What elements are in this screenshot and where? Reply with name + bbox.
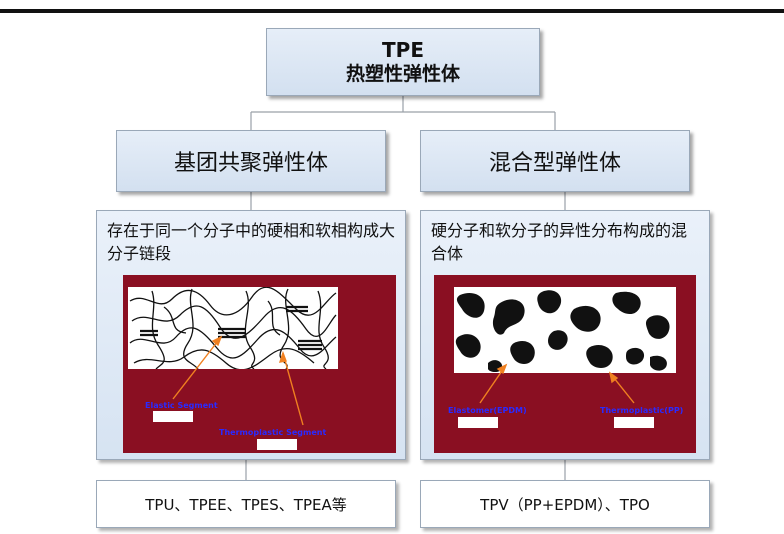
panel-right: 硬分子和软分子的异性分布构成的混合体: [420, 210, 710, 460]
label-elastomer-en: Elastomer(EPDM): [448, 406, 527, 415]
panel-right-description: 硬分子和软分子的异性分布构成的混合体: [431, 221, 688, 263]
root-title: TPE: [382, 38, 424, 62]
arrows-right: [479, 363, 635, 404]
category-block-copolymer: 基团共聚弹性体: [116, 130, 386, 192]
arrows-left: [172, 335, 304, 426]
examples-left: TPU、TPEE、TPES、TPEA等: [96, 480, 396, 528]
top-banner: [0, 0, 784, 15]
panel-left-description: 存在于同一个分子中的硬相和软相构成大分子链段: [107, 221, 396, 263]
category-blend-elastomer: 混合型弹性体: [420, 130, 690, 192]
root-subtitle: 热塑性弹性体: [345, 63, 460, 85]
root-node-tpe: TPE 热塑性弹性体: [266, 28, 540, 96]
label-thermoplastic-segment-cn: 分子的硬段: [257, 439, 297, 450]
label-elastic-segment-cn: 分子的软段: [153, 411, 193, 422]
label-elastomer-cn: 软分子集团: [458, 417, 498, 428]
label-thermoplastic-pp-cn: 硬分子集团: [614, 417, 654, 428]
examples-right: TPV（PP+EPDM）、TPO: [420, 480, 710, 528]
label-thermoplastic-pp-en: Thermoplastic(PP): [600, 406, 684, 415]
blend-morphology-graphic: [455, 290, 670, 372]
illustration-right-blend: [454, 287, 676, 373]
illustration-left-chains: [128, 286, 338, 371]
label-thermoplastic-segment-en: Thermoplastic Segment: [219, 428, 327, 437]
polymer-chain-graphic: [129, 286, 337, 371]
illustration-left: Elastic Segment 分子的软段 Thermoplastic Segm…: [123, 275, 396, 453]
illustration-right: Elastomer(EPDM) 软分子集团 Thermoplastic(PP) …: [434, 275, 696, 453]
label-elastic-segment-en: Elastic Segment: [145, 401, 218, 410]
panel-left: 存在于同一个分子中的硬相和软相构成大分子链段: [96, 210, 406, 460]
top-divider-line: [0, 9, 784, 13]
